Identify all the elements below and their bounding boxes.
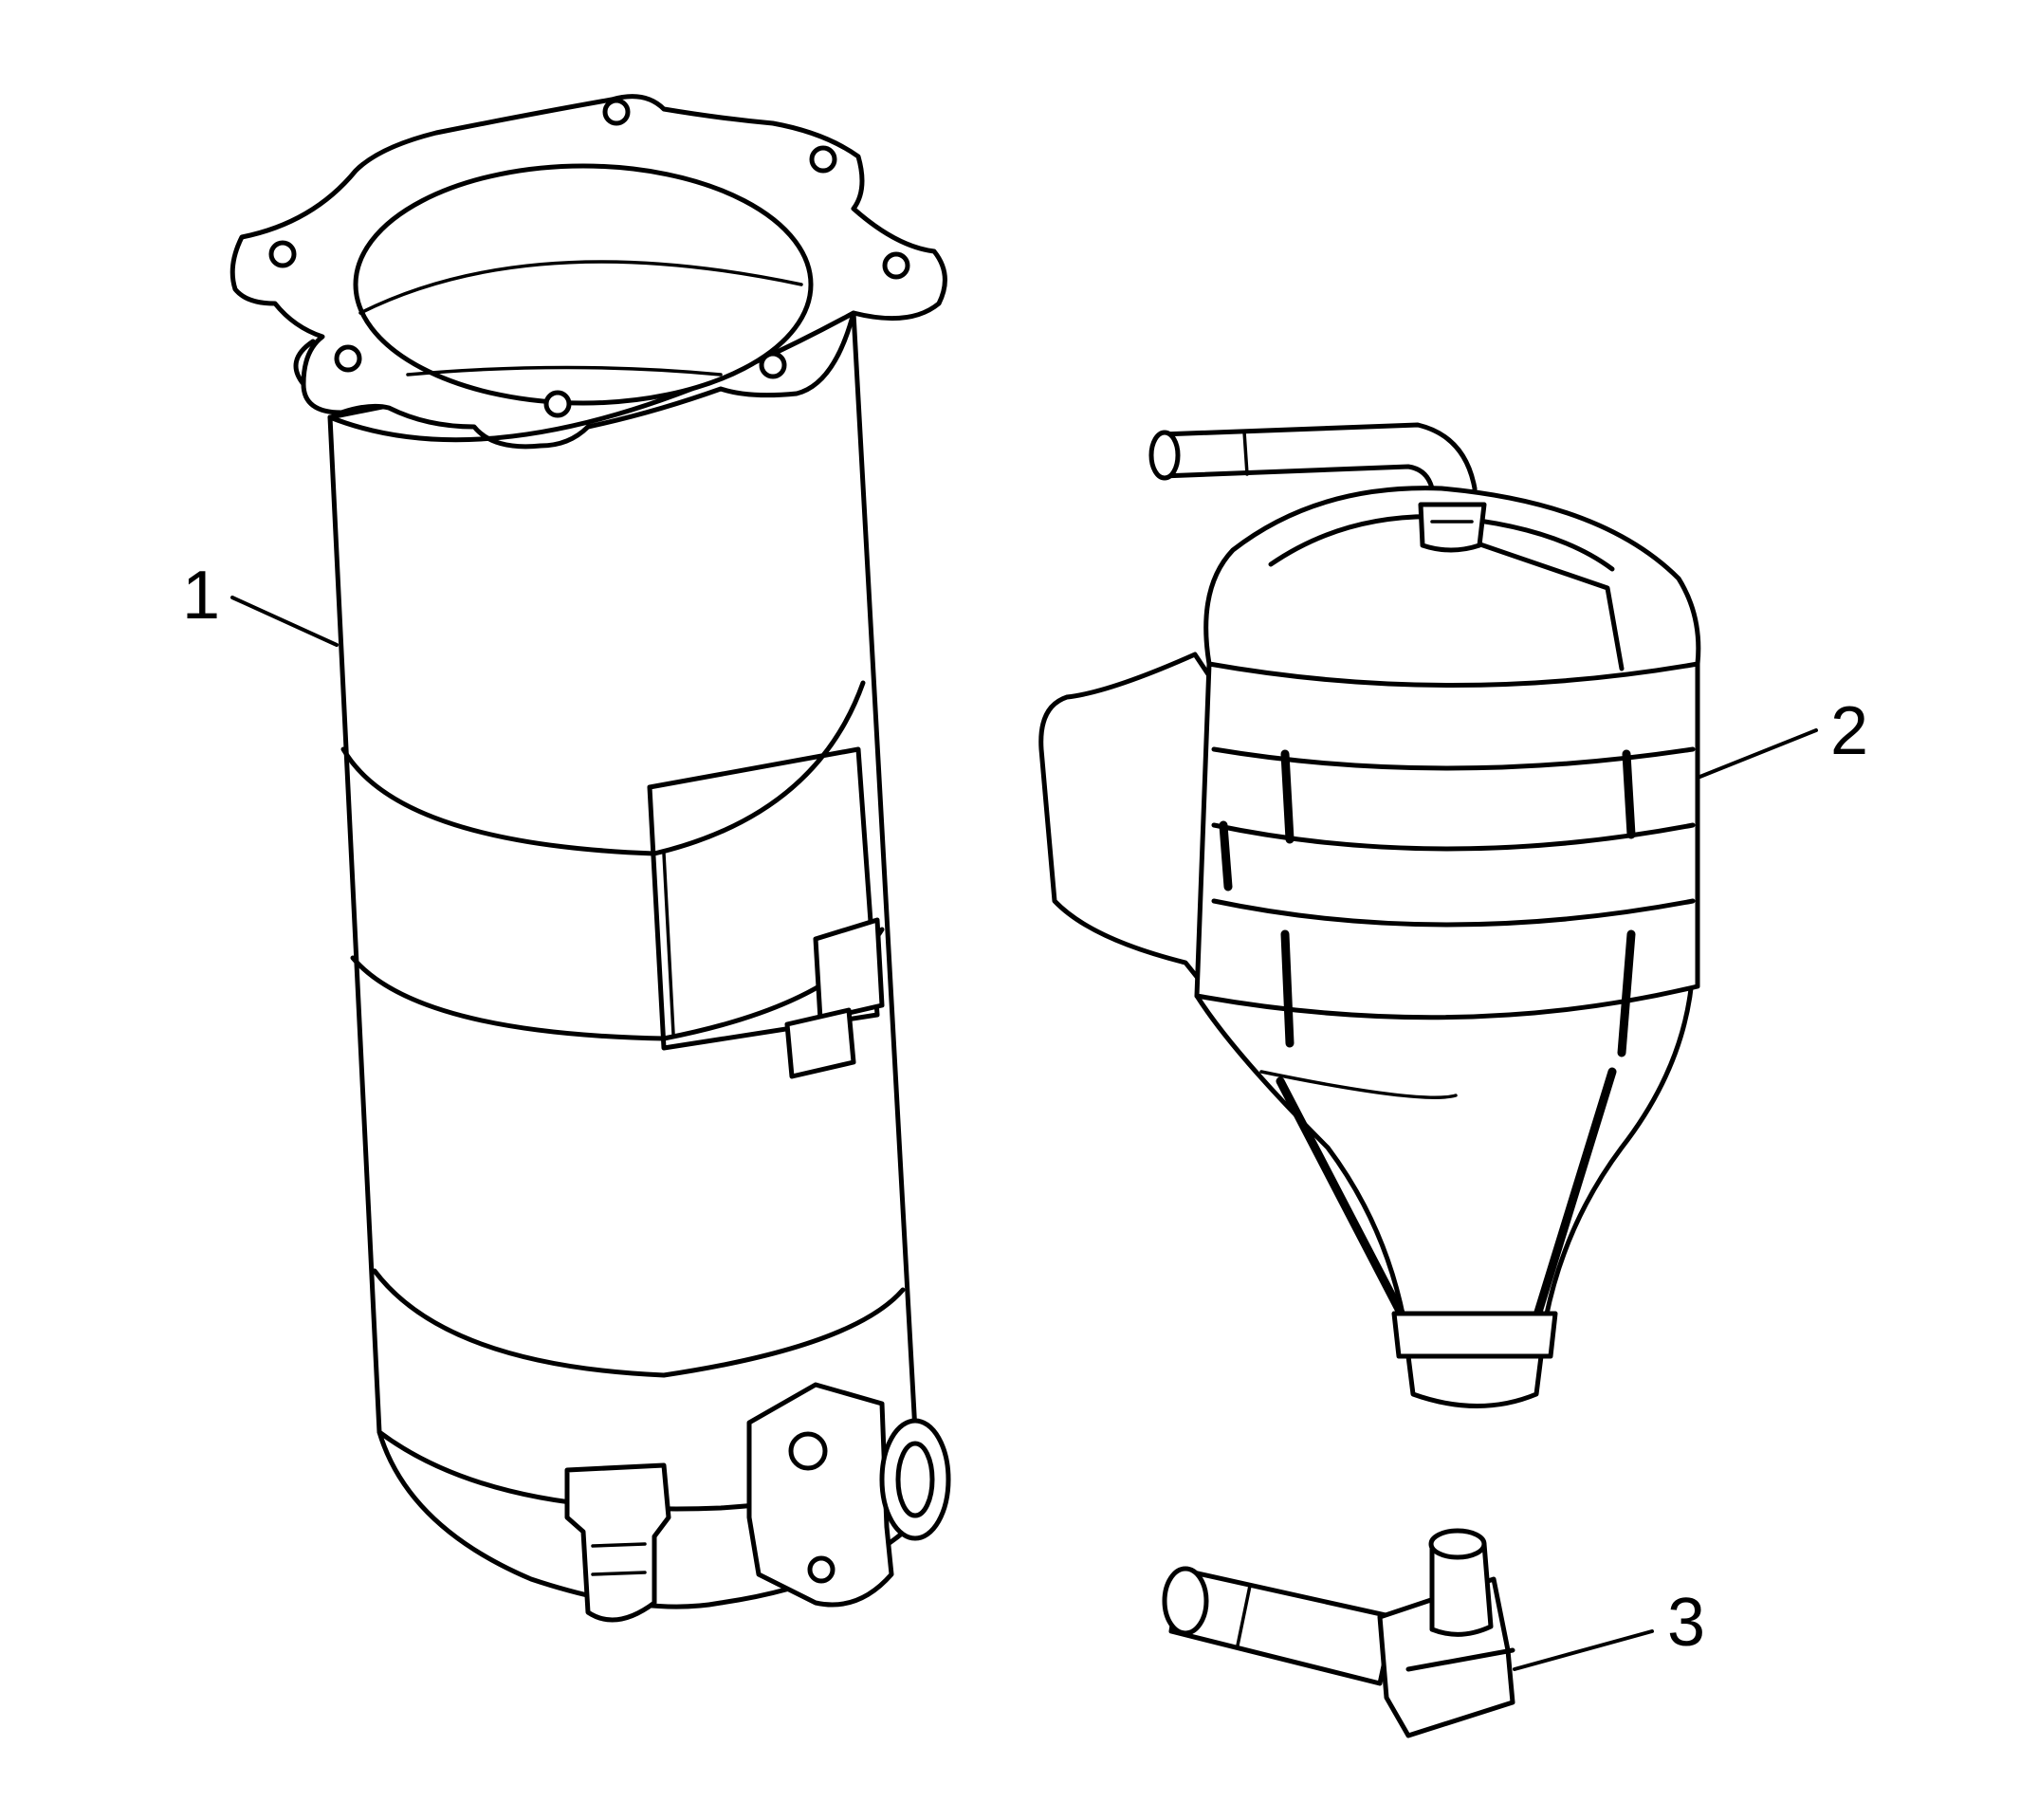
bolt-hole	[759, 351, 787, 379]
side-port	[879, 1418, 951, 1541]
side-port-bracket	[746, 1382, 894, 1608]
callout-3: 3	[1513, 1585, 1705, 1671]
housing-opening	[353, 163, 814, 406]
filter-body	[1194, 661, 1700, 1020]
bolt-hole	[543, 390, 572, 418]
part-2-conical-filter	[1038, 422, 1701, 1408]
filter-outlet-collar	[1418, 502, 1487, 553]
callout-label-3: 3	[1667, 1585, 1705, 1661]
bolt-hole	[809, 145, 837, 174]
bolt-hole	[334, 344, 362, 373]
bolt-hole	[882, 251, 910, 280]
callout-1: 1	[182, 558, 339, 647]
callout-label-2: 2	[1830, 693, 1868, 769]
callout-label-1: 1	[182, 558, 220, 634]
callout-2: 2	[1696, 693, 1868, 780]
bolt-hole	[268, 240, 297, 268]
part-3-elbow-fitting	[1162, 1528, 1515, 1738]
filter-dome	[1203, 486, 1701, 688]
filter-drain-nut	[1405, 1353, 1544, 1408]
filter-cone	[1194, 965, 1696, 1321]
drain-fitting	[564, 1462, 671, 1623]
bolt-hole	[602, 98, 631, 126]
elbow-cap	[1429, 1541, 1494, 1637]
part-1-cylinder-housing	[230, 94, 951, 1623]
